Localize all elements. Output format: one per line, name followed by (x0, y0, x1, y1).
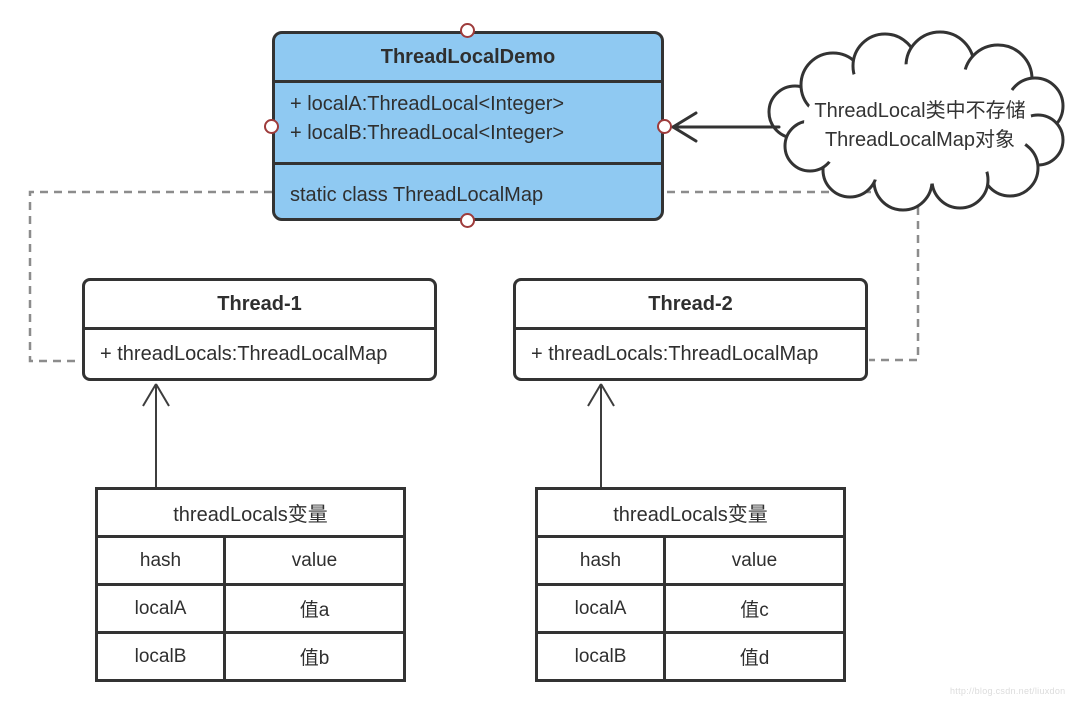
table-row: localA 值c (535, 583, 846, 634)
table-row: localB 值b (95, 631, 406, 682)
connection-handle-right-icon (657, 119, 672, 134)
table-thread2-locals: threadLocals变量 hash value localA 值c loca… (535, 487, 846, 682)
arrow-table1-to-thread1 (142, 383, 170, 487)
table-cell-key: localA (535, 583, 666, 634)
table-cell-key: localA (95, 583, 226, 634)
arrow-table2-to-thread2 (587, 383, 615, 487)
class-box-threadlocaldemo: ThreadLocalDemo + localA:ThreadLocal<Int… (272, 31, 664, 221)
table-header-hash: hash (95, 535, 226, 586)
class-attribute: + threadLocals:ThreadLocalMap (100, 342, 388, 365)
table-cell-value: 值a (223, 583, 406, 634)
class-title: ThreadLocalDemo (275, 34, 661, 83)
table-cell-value: 值c (663, 583, 846, 634)
table-row: threadLocals变量 (95, 487, 406, 538)
connection-handle-bottom-icon (460, 213, 475, 228)
table-header-value: value (663, 535, 846, 586)
class-attribute: + threadLocals:ThreadLocalMap (531, 342, 819, 365)
cloud-note-line: ThreadLocal类中不存储 (814, 100, 1026, 122)
class-attributes-section: + localA:ThreadLocal<Integer> + localB:T… (275, 83, 661, 165)
table-title: threadLocals变量 (95, 487, 406, 538)
table-header-value: value (223, 535, 406, 586)
table-row: threadLocals变量 (535, 487, 846, 538)
table-cell-value: 值d (663, 631, 846, 682)
table-cell-key: localB (95, 631, 226, 682)
class-box-thread-1: Thread-1 + threadLocals:ThreadLocalMap (82, 278, 437, 381)
table-cell-value: 值b (223, 631, 406, 682)
table-title: threadLocals变量 (535, 487, 846, 538)
cloud-arrow (671, 111, 781, 143)
table-thread1-locals: threadLocals变量 hash value localA 值a loca… (95, 487, 406, 682)
cloud-note: ThreadLocal类中不存储 ThreadLocalMap对象 (785, 97, 1055, 155)
class-static-section: static class ThreadLocalMap (290, 183, 544, 206)
class-attribute: + localA:ThreadLocal<Integer> (290, 93, 565, 115)
connection-handle-top-icon (460, 23, 475, 38)
table-row: localB 值d (535, 631, 846, 682)
cloud-note-line: ThreadLocalMap对象 (824, 129, 1016, 151)
table-row: hash value (535, 535, 846, 586)
table-header-hash: hash (535, 535, 666, 586)
class-title: Thread-1 (85, 281, 434, 330)
class-box-thread-2: Thread-2 + threadLocals:ThreadLocalMap (513, 278, 868, 381)
table-cell-key: localB (535, 631, 666, 682)
class-title: Thread-2 (516, 281, 865, 330)
connection-handle-left-icon (264, 119, 279, 134)
class-attribute: + localB:ThreadLocal<Integer> (290, 122, 565, 144)
table-row: hash value (95, 535, 406, 586)
table-row: localA 值a (95, 583, 406, 634)
watermark-url: http://blog.csdn.net/liuxdon (950, 686, 1066, 696)
